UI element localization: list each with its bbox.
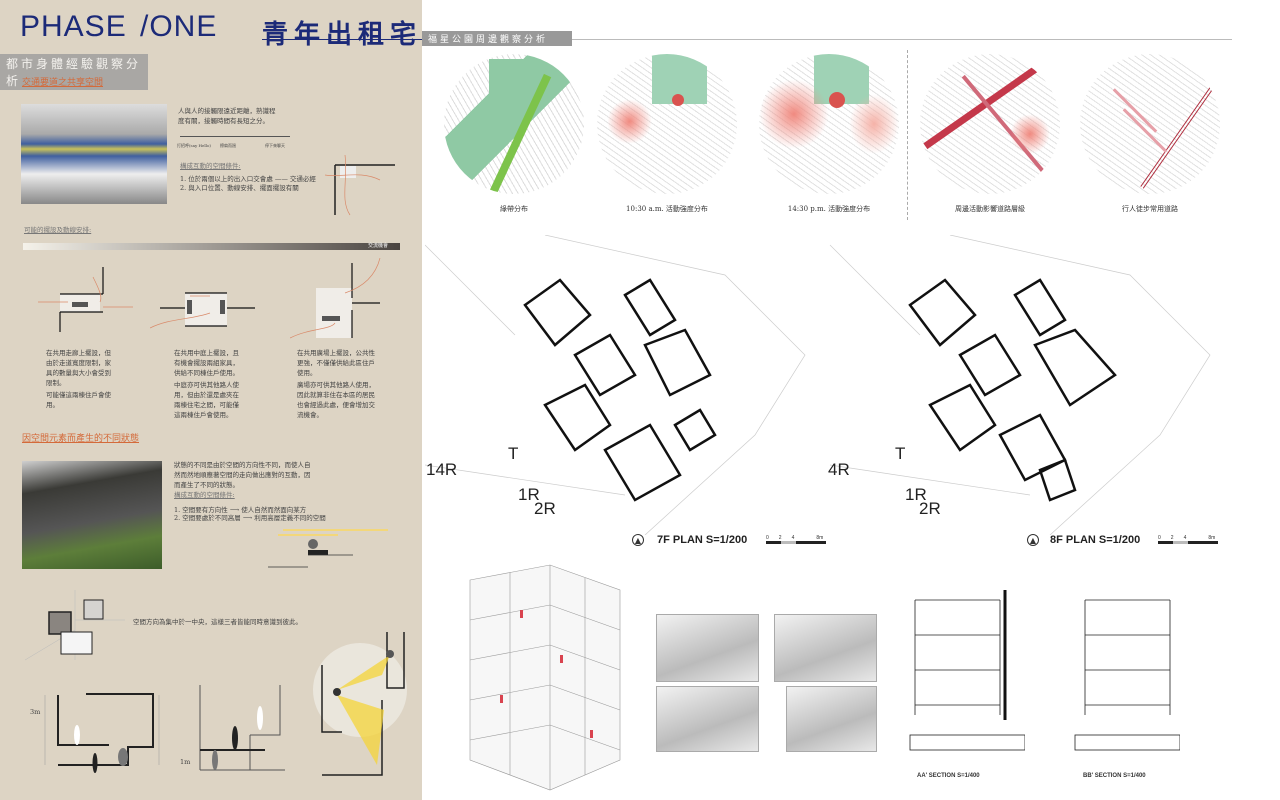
title-one: /ONE — [140, 10, 218, 43]
caption: 在共用廣場上擺設，公共性更強，不僅僅供給此區住戶使用。 — [297, 349, 375, 377]
scale-tick: 8m — [816, 535, 824, 541]
condition-item: 2. 與入口位置、動線安排、擺面擺設有關 — [180, 184, 299, 192]
timeline-label: 停下來聊天 — [265, 143, 285, 148]
scale-tick: 4 — [791, 535, 795, 541]
dimension-label: 3m — [30, 708, 41, 716]
corner-diagram — [324, 154, 395, 216]
dimension-label: 1m — [180, 758, 191, 766]
street-photo — [21, 104, 167, 204]
scale-tick: 8m — [1208, 535, 1216, 541]
gradient-label: 交流機會 — [368, 243, 389, 249]
caption: 可能僅這兩棟住戶會使用。 — [46, 391, 111, 409]
condition-item: 1. 空間要有方向性 ⟶ 使人自然而然面向某方 — [174, 506, 307, 514]
state-diagram-b — [199, 685, 285, 771]
floor-plans — [425, 235, 1211, 535]
caption: 在共用走廊上擺設，但由於走道寬度限制，家具的數量與大小會受到限制。 — [46, 349, 111, 387]
section1-cond-title: 構成互動的空間條件: — [180, 162, 241, 170]
section-label-aa: AA' SECTION S=1/400 — [917, 773, 980, 779]
subtitle-band: 都市身體經驗觀察分析 — [0, 54, 148, 90]
title-zh: 青年出租宅 — [262, 20, 423, 50]
timeline-label: 擦肩而過 — [220, 143, 236, 148]
section1-title: 交通要道之共享空間 — [22, 78, 104, 88]
section2-para: 狀態的不同是由於空間的方向性不同，而使人自然而然地順應著空間的走向做出應對的互動… — [174, 461, 311, 489]
map-circle-road-hierarchy — [920, 54, 1060, 194]
scale-bar: 0 2 4 8m — [1158, 535, 1218, 544]
condition-item: 2. 空間要處於不同高層 ⟶ 利用高層定義不同的空間 — [174, 514, 326, 522]
site-label: T — [508, 444, 519, 463]
timeline-label: 打招呼(say Hello) — [177, 143, 211, 148]
scale-tick: 0 — [1158, 535, 1161, 541]
timeline-line — [180, 136, 290, 137]
interior-render — [656, 686, 759, 752]
axonometric-drawing — [469, 564, 621, 791]
title-phase: PHASE — [20, 10, 127, 43]
scale-tick: 0 — [766, 535, 769, 541]
site-label: T — [895, 444, 906, 463]
map-circle-pedestrian — [1080, 54, 1220, 194]
squares-diagram — [25, 590, 125, 661]
section-aa — [909, 590, 1025, 751]
layout-title: 可能的擺設及動線安排: — [24, 226, 92, 234]
analysis-title: 福星公園周邊觀察分析 — [422, 31, 572, 46]
park-photo — [22, 461, 162, 569]
circle-caption: 周邊活動影響道路層級 — [955, 205, 1025, 213]
plan-label-8f: 8F PLAN S=1/200 — [1050, 534, 1141, 546]
layout-diagram-plaza — [290, 258, 381, 339]
map-circle-afternoon — [759, 54, 899, 194]
section2-title: 因空間元素而產生的不同狀態 — [22, 434, 140, 444]
scale-bar: 0 2 4 8m — [766, 535, 826, 544]
site-label: 1R — [905, 485, 927, 504]
interior-render — [774, 614, 877, 682]
center-note: 空間方向為集中於一中央，這樣三者皆能同時意識到彼此。 — [133, 618, 302, 626]
state-diagram-a — [44, 693, 160, 773]
condition-item: 1. 位於兩個以上的出入口交會處 —— 交通必經 — [180, 175, 316, 183]
interior-render — [656, 614, 759, 682]
scale-tick: 2 — [778, 535, 782, 541]
site-label: 1R — [518, 485, 540, 504]
section-bb — [1074, 599, 1180, 751]
site-label: 2R — [919, 499, 941, 518]
site-label: 2R — [534, 499, 556, 518]
circle-caption: 綠帶分布 — [500, 205, 528, 213]
scale-tick: 4 — [1183, 535, 1187, 541]
layout-diagram-corridor — [38, 267, 133, 332]
site-label: 14R — [426, 460, 458, 479]
plan-7f — [523, 278, 717, 502]
layout-diagram-courtyard — [150, 292, 255, 329]
plan-label-7f: 7F PLAN S=1/200 — [657, 534, 748, 546]
section-label-bb: BB' SECTION S=1/400 — [1083, 773, 1146, 779]
north-arrow-icon: ▲ — [632, 534, 644, 546]
circle-caption: 14:30 p.m. 活動強度分布 — [787, 205, 871, 213]
interior-render — [786, 686, 877, 752]
title-rule — [572, 39, 1232, 40]
circle-caption: 10:30 a.m. 活動強度分布 — [626, 205, 708, 213]
site-label: 4R — [828, 460, 850, 479]
caption: 中庭亦可供其他路人使用，但由於還是處夾在兩棟住宅之間，可能僅這兩棟住戶會使用。 — [174, 381, 239, 419]
circle-caption: 行人徒步常用道路 — [1122, 205, 1178, 213]
caption: 在共用中庭上擺設，且有機會擺設兩組家具，供給不同棟住戶使用。 — [174, 349, 239, 377]
divider — [907, 50, 908, 220]
map-circle-morning — [597, 54, 737, 194]
plan-8f — [908, 278, 1117, 502]
interaction-gradient-bar — [23, 243, 400, 250]
title-rule — [262, 39, 422, 40]
scale-tick: 2 — [1170, 535, 1174, 541]
north-arrow-icon: ▲ — [1027, 534, 1039, 546]
caption: 廣場亦可供其他路人使用，因此就算非住在本區的居民也會經過此處，便會增加交流機會。 — [297, 381, 375, 419]
section1-para: 人與人的接觸限遠近距離，熟識程度有關，接觸時間有長短之分。 — [178, 107, 276, 125]
level-section-diagram — [268, 529, 388, 568]
map-circle-greenbelt — [444, 54, 584, 194]
sightline-diagram — [313, 632, 407, 776]
section2-cond-title: 構成互動的空間條件: — [174, 491, 235, 499]
